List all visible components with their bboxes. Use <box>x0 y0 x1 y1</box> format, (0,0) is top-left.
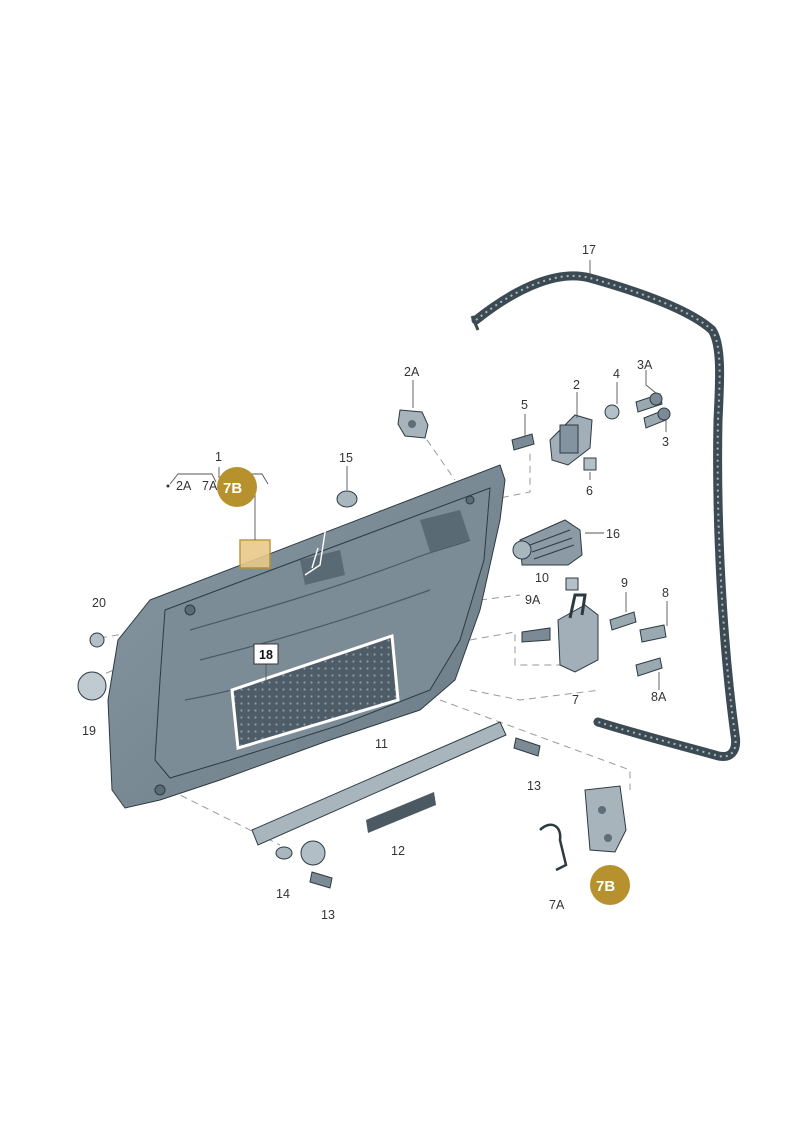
label-7: 7 <box>572 693 579 707</box>
badge-7b-top: 7B <box>217 467 257 507</box>
hinge-2 <box>549 414 593 466</box>
label-17: 17 <box>582 243 596 257</box>
leader-lines <box>169 260 668 690</box>
hinge-7 <box>521 577 667 677</box>
label-14: 14 <box>276 887 290 901</box>
bolt-13-right <box>513 737 541 757</box>
label-2a-left: 2A <box>176 479 192 493</box>
grommet-14 <box>275 840 333 889</box>
label-7a-left: 7A <box>202 479 218 493</box>
label-4: 4 <box>613 367 620 381</box>
sill-strip-11 <box>251 721 507 846</box>
label-3a: 3A <box>637 358 653 372</box>
label-2: 2 <box>573 378 580 392</box>
label-10: 10 <box>535 571 549 585</box>
label-15: 15 <box>339 451 353 465</box>
door-check-10 <box>512 519 583 566</box>
label-dot-2a <box>166 484 170 488</box>
label-16: 16 <box>606 527 620 541</box>
label-13-bottom: 13 <box>321 908 335 922</box>
label-2a-top: 2A <box>404 365 420 379</box>
label-9a: 9A <box>525 593 541 607</box>
label-20: 20 <box>92 596 106 610</box>
label-5: 5 <box>521 398 528 412</box>
label-18-box: 18 <box>253 643 279 665</box>
label-8: 8 <box>662 586 669 600</box>
badge-7b-bottom-text: 7B <box>596 878 615 895</box>
callout-labels: 1 2A 7A 15 2A 2 4 3A 5 3 6 17 16 10 9 9A… <box>82 243 669 922</box>
badge-7b-bottom: 7B <box>590 865 630 905</box>
label-19: 19 <box>82 724 96 738</box>
label-13-right: 13 <box>527 779 541 793</box>
label-3: 3 <box>662 435 669 449</box>
insulation-pad-18 <box>230 633 400 750</box>
label-6: 6 <box>586 484 593 498</box>
door-seal-17 <box>470 271 741 761</box>
fasteners-upper <box>511 392 671 471</box>
label-18: 18 <box>259 648 273 662</box>
label-1: 1 <box>215 450 222 464</box>
plugs <box>77 490 358 701</box>
bracket-2a <box>397 409 429 439</box>
label-7a: 7A <box>549 898 565 912</box>
label-12: 12 <box>391 844 405 858</box>
label-8a: 8A <box>651 690 667 704</box>
label-9: 9 <box>621 576 628 590</box>
label-11: 11 <box>375 737 388 751</box>
badge-7b-top-text: 7B <box>223 480 242 497</box>
striker-plate <box>539 785 627 872</box>
highlight-marker <box>239 539 271 569</box>
